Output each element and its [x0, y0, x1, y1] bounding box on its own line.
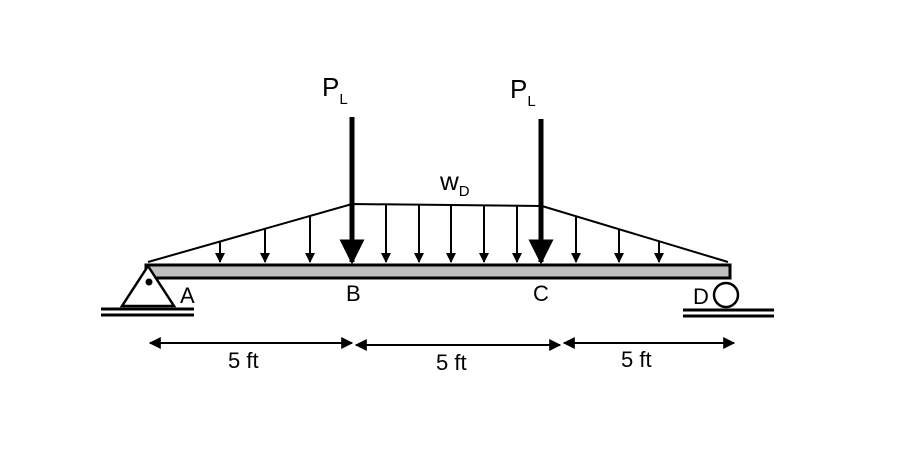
- roller-support-d: [712, 281, 740, 309]
- dimension-label-cd: 5 ft: [621, 347, 652, 372]
- beam: [144, 263, 732, 280]
- distributed-load-label: wD: [439, 166, 470, 200]
- point-label-c: C: [533, 281, 549, 306]
- dimension-label-bc: 5 ft: [436, 350, 467, 375]
- dimension-label-ab: 5 ft: [228, 348, 259, 373]
- pin-dot: [145, 278, 153, 286]
- point-label-b: B: [346, 281, 361, 306]
- point-load-label-c: PL: [510, 74, 536, 110]
- point-label-a: A: [180, 283, 195, 308]
- distributed-load-arrows: [215, 204, 664, 263]
- pin-support-a: [119, 263, 177, 308]
- point-label-d: D: [693, 284, 709, 309]
- point-load-label-b: PL: [322, 72, 348, 108]
- distributed-load-outline: [147, 202, 729, 263]
